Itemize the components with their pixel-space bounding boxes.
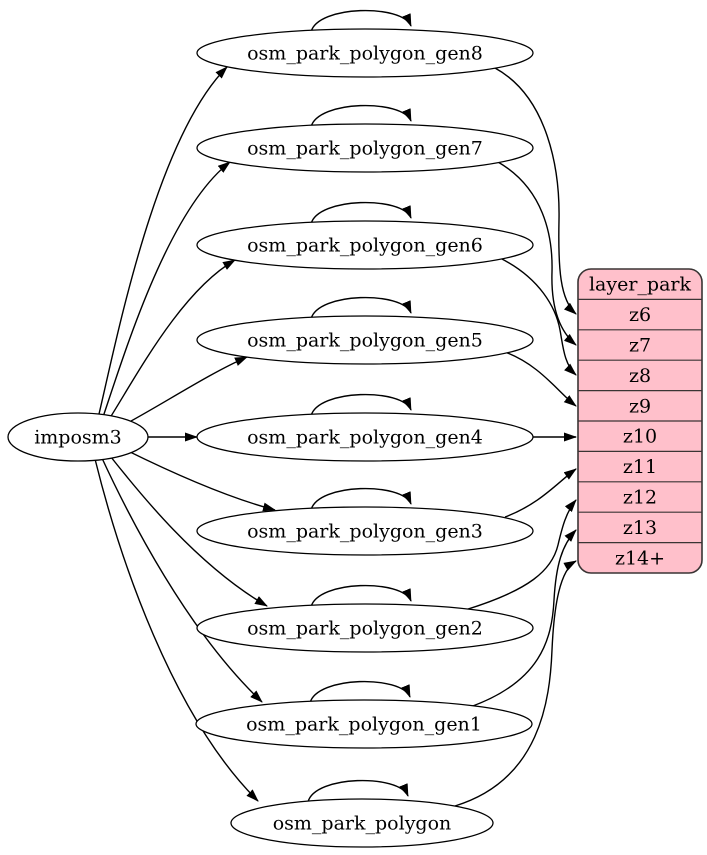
node-osm_park_polygon_gen5-ellipse — [196, 315, 534, 365]
edge-osm_park_polygon_gen3-to-osm_park_polygon_gen3 — [310, 487, 412, 511]
edge-imposm3-to-osm_park_polygon_gen8 — [98, 66, 228, 415]
node-osm_park_polygon_gen2: osm_park_polygon_gen2 — [196, 603, 534, 653]
edge-osm_park_polygon_gen5-to-layer_park-z9 — [504, 351, 577, 407]
node-osm_park_polygon_gen2-ellipse — [196, 603, 534, 653]
node-osm_park_polygon_gen3-ellipse — [196, 506, 534, 556]
node-imposm3-label: imposm3 — [34, 426, 122, 448]
edge-osm_park_polygon-to-osm_park_polygon — [307, 779, 409, 803]
edge-osm_park_polygon_gen3-to-layer_park-z11 — [504, 468, 577, 518]
node-osm_park_polygon_gen3: osm_park_polygon_gen3 — [196, 506, 534, 556]
edge-osm_park_polygon_gen8-to-layer_park-z6 — [494, 67, 577, 315]
node-osm_park_polygon_gen8: osm_park_polygon_gen8 — [196, 28, 534, 78]
edge-osm_park_polygon_gen7-to-layer_park-z7 — [497, 161, 577, 346]
edge-imposm3-to-osm_park_polygon_gen6 — [107, 259, 236, 422]
node-osm_park_polygon_gen5: osm_park_polygon_gen5 — [196, 315, 534, 365]
node-imposm3-ellipse — [7, 412, 149, 462]
edge-osm_park_polygon_gen1-to-osm_park_polygon_gen1 — [309, 680, 411, 704]
node-osm_park_polygon_gen6-ellipse — [196, 220, 534, 270]
node-osm_park_polygon_gen1-label: osm_park_polygon_gen1 — [246, 713, 482, 735]
node-osm_park_polygon_gen3-label: osm_park_polygon_gen3 — [247, 520, 483, 542]
node-osm_park_polygon_gen6: osm_park_polygon_gen6 — [196, 220, 534, 270]
edge-osm_park_polygon_gen5-to-osm_park_polygon_gen5 — [310, 296, 412, 320]
node-osm_park_polygon_gen8-ellipse — [196, 28, 534, 78]
edge-osm_park_polygon_gen4-to-osm_park_polygon_gen4 — [310, 393, 412, 417]
layer-park-row-z14plus: z14+ — [615, 547, 665, 569]
node-osm_park_polygon_gen4-label: osm_park_polygon_gen4 — [247, 426, 483, 448]
edge-osm_park_polygon_gen2-to-osm_park_polygon_gen2 — [310, 584, 412, 608]
node-osm_park_polygon_gen7: osm_park_polygon_gen7 — [196, 123, 534, 173]
layer-park-row-z6: z6 — [629, 304, 651, 326]
layer-park-row-z11: z11 — [623, 456, 657, 478]
edge-imposm3-to-osm_park_polygon_gen3 — [119, 446, 276, 512]
node-osm_park_polygon_gen1-ellipse — [195, 699, 533, 749]
edge-imposm3-to-osm_park_polygon_gen1 — [100, 455, 263, 703]
node-osm_park_polygon_gen4: osm_park_polygon_gen4 — [196, 412, 534, 462]
layer-park-title: layer_park — [589, 274, 692, 296]
edge-osm_park_polygon-to-layer_park-z14- — [454, 560, 577, 807]
edge-osm_park_polygon_gen2-to-layer_park-z12 — [464, 499, 577, 611]
node-osm_park_polygon_gen5-label: osm_park_polygon_gen5 — [247, 329, 483, 351]
node-osm_park_polygon_gen1: osm_park_polygon_gen1 — [195, 699, 533, 749]
layer-park-row-z8: z8 — [629, 365, 651, 387]
edge-imposm3-to-osm_park_polygon_gen2 — [106, 451, 268, 607]
edge-imposm3-to-osm_park_polygon_gen5 — [119, 356, 248, 428]
edge-osm_park_polygon_gen6-to-layer_park-z8 — [499, 257, 577, 376]
edge-osm_park_polygon_gen6-to-osm_park_polygon_gen6 — [310, 201, 412, 225]
edges-layer — [94, 9, 577, 807]
nodes-layer: imposm3 osm_park_polygon_gen8 osm_park_pol… — [7, 28, 534, 848]
node-osm_park_polygon-label: osm_park_polygon — [273, 812, 452, 834]
edge-osm_park_polygon_gen8-to-osm_park_polygon_gen8 — [310, 9, 412, 33]
layer-park-row-z7: z7 — [629, 334, 651, 356]
node-osm_park_polygon_gen7-label: osm_park_polygon_gen7 — [247, 137, 483, 159]
layer-park-row-z10: z10 — [623, 426, 657, 448]
layer-park-row-z13: z13 — [623, 517, 657, 539]
edge-imposm3-to-osm_park_polygon_gen7 — [102, 161, 231, 418]
edge-imposm3-to-osm_park_polygon — [94, 458, 259, 802]
layer-park-row-z12: z12 — [623, 486, 657, 508]
node-osm_park_polygon_gen7-ellipse — [196, 123, 534, 173]
node-osm_park_polygon_gen4-ellipse — [196, 412, 534, 462]
layer-park-row-z9: z9 — [629, 395, 651, 417]
node-osm_park_polygon: osm_park_polygon — [230, 798, 494, 848]
edge-osm_park_polygon_gen1-to-layer_park-z13 — [469, 529, 577, 708]
node-osm_park_polygon_gen6-label: osm_park_polygon_gen6 — [247, 234, 483, 256]
node-osm_park_polygon-ellipse — [230, 798, 494, 848]
table-layer: layer_park z6 z7 z8 z9 z10 z11 z12 z13 z14+ — [577, 268, 703, 574]
node-osm_park_polygon_gen8-label: osm_park_polygon_gen8 — [247, 42, 483, 64]
edge-osm_park_polygon_gen7-to-osm_park_polygon_gen7 — [310, 104, 412, 128]
node-imposm3: imposm3 — [7, 412, 149, 462]
node-osm_park_polygon_gen2-label: osm_park_polygon_gen2 — [247, 617, 483, 639]
